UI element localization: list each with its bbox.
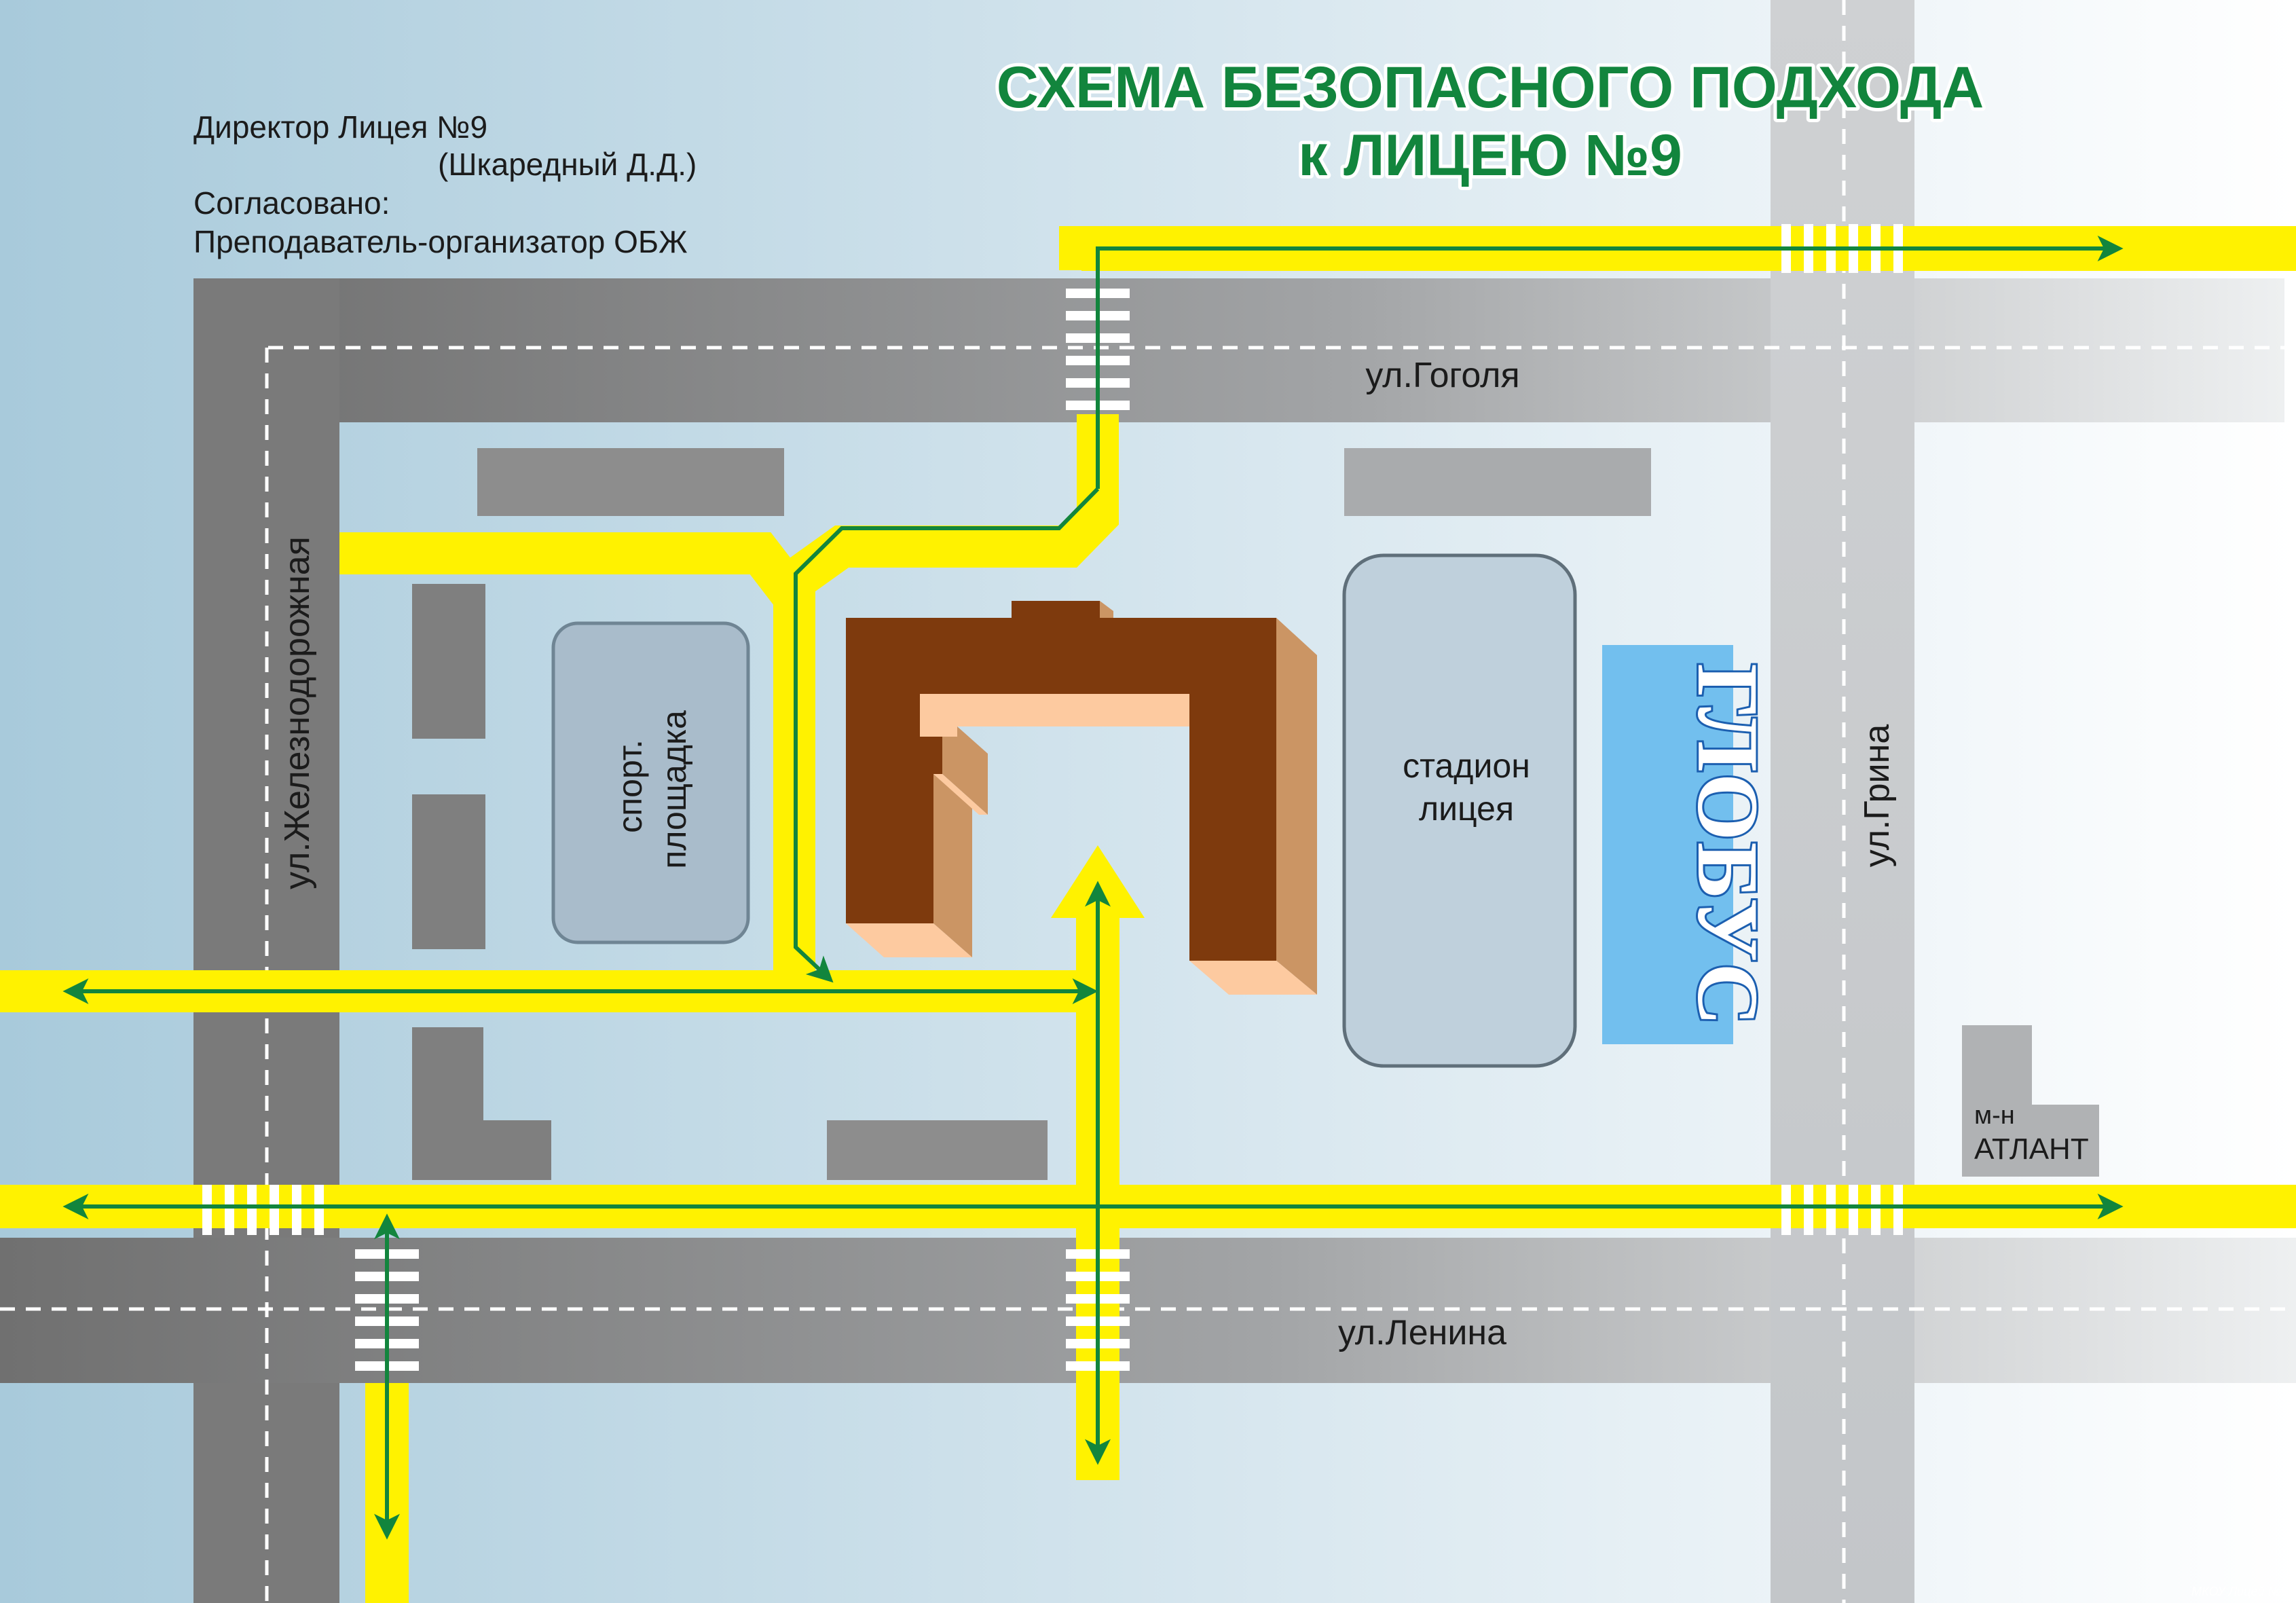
sport-ground [551,621,750,944]
lyceum-building [846,601,1317,995]
lyceum-courtyard-step [942,726,988,815]
atlant-shop [1962,1025,2099,1177]
road-gogol [193,278,2284,422]
lyceum-roof [846,601,1276,961]
street-label-zhd: ул.Железнодорожная [278,536,317,889]
stadium [1342,553,1577,1068]
footer-watermark: МКОУ Лицей №9 [2191,1585,2288,1598]
approval-obzh-teacher: Преподаватель-организатор ОБЖ [193,224,688,259]
approval-agreed: Согласовано: [193,185,390,221]
atlant-label-2: АТЛАНТ [1974,1132,2089,1166]
route-top [1096,236,2124,489]
sport-ground-label-2: площадка [655,710,693,869]
street-label-gogol: ул.Гоголя [1365,356,1519,395]
lyceum-inner-face [933,774,972,957]
crosswalk-lenin-left [355,1249,419,1371]
lyceum-south-face-left [846,923,972,957]
lyceum-courtyard-light [920,694,1189,737]
lyceum-south-face-right [1189,961,1317,995]
block-left-2 [412,794,485,949]
lyceum-east-face [1276,618,1317,995]
block-left-1 [412,584,485,739]
sport-ground-label-1: спорт. [611,739,649,833]
safe-routes [62,236,2124,1540]
map-title-line2: к ЛИЦЕЮ №9 [1298,123,1682,188]
approval-director: Директор Лицея №9 [193,109,487,145]
block-l-shape [412,1027,551,1180]
atlant-label-1: м-н [1974,1101,2015,1130]
block-top-right [1344,448,1651,516]
globus-label: ГЛОБУС [1680,663,1776,1027]
sidewalk-left-upper [339,532,811,610]
street-label-lenin: ул.Ленина [1338,1313,1506,1352]
sidewalk-top [1059,226,2296,271]
block-bottom-mid [827,1120,1048,1180]
stadium-label-2: лицея [1419,790,1514,828]
approval-director-name: (Шкаредный Д.Д.) [438,147,697,182]
stadium-label-1: стадион [1403,747,1530,785]
map-title-line1: СХЕМА БЕЗОПАСНОГО ПОДХОДА [997,55,1984,120]
lyceum-courtyard-step-light [933,774,988,815]
lyceum-top-notch [1100,601,1113,618]
blocks [412,448,2099,1180]
route-gogol-to-path [794,487,1100,983]
block-top-left [477,448,784,516]
globus-box [1602,645,1733,1044]
street-label-grina: ул.Грина [1857,724,1897,868]
